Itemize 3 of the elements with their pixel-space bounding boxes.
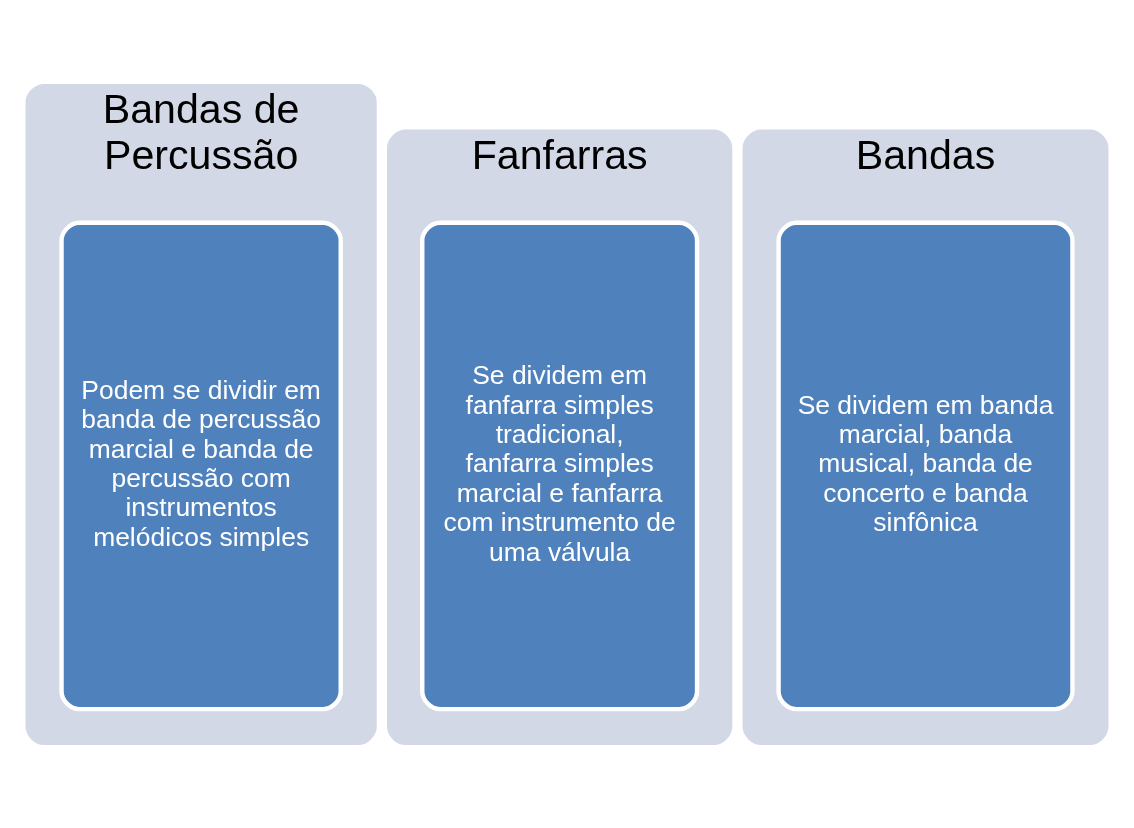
- node-box: Podem se dividir em banda de percussão marcial e banda de percussão com instrumentos melódicos simples: [59, 220, 343, 711]
- node-box: Se dividem em banda marcial, banda musical, banda de concerto e banda sinfônica: [776, 220, 1075, 711]
- node-box: Se dividem em fanfarra simples tradicional, fanfarra simples marcial e fanfarra com instrumento de uma válvula: [420, 220, 700, 711]
